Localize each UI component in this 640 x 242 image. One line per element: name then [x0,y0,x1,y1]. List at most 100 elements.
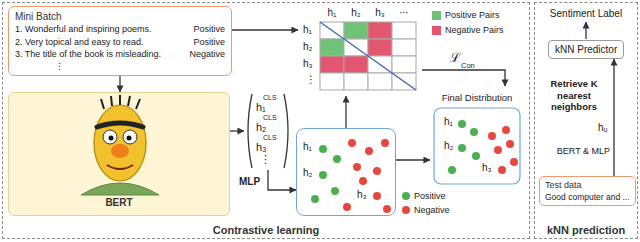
cell [320,56,344,73]
row-header: h₁ [303,24,312,36]
flow-arrow [345,96,346,128]
cell [368,39,392,56]
legend-item: Positive [402,191,446,201]
column-header: h₂ [346,7,366,19]
legend-item: Positive Pairs [432,10,500,20]
dot [331,187,339,195]
cell [368,22,392,39]
query-vector: hᵤ [598,122,607,134]
box-heading: Final Distribution [430,92,524,103]
head [94,105,146,181]
dot [458,144,466,152]
point-label: h₃ [482,162,492,174]
legend-swatch [402,206,410,214]
bert-illustration [9,93,229,215]
flow-arrow [422,70,505,86]
cell [344,22,368,39]
sentiment-tag: Positive [193,23,225,36]
scatter-box: h₁h₂h₃ [296,128,396,216]
superscript: CLS [263,134,277,142]
input-box: Test dataGood computer and ... [539,176,636,206]
positive-dots [311,145,341,203]
right-bracket [284,94,288,168]
mouth [107,165,133,169]
encoder-box: BERT [8,92,230,216]
eye [103,130,117,144]
cell [392,56,416,73]
legend-text: Positive [414,191,446,201]
dot [498,166,506,174]
dot [359,177,367,185]
dot [365,147,373,155]
box-label: Test data [545,179,630,191]
distribution-box: Final Distributionh₁h₂h₃ [430,86,524,186]
column-header: ⋯ [394,7,414,19]
dot [381,139,389,147]
dot [319,145,327,153]
point-label: h₁ [303,141,312,153]
negative-dots [343,139,391,213]
vector-entry: h₂ [256,121,266,134]
flow-arrow [119,76,120,93]
encoder-name: BERT [9,197,229,209]
output-arrow [585,22,586,39]
stage-caption: kNN prediction [535,224,637,237]
legend-text: Negative [414,205,450,215]
ellipsis: ⋮ [260,153,271,166]
pupil [127,136,132,141]
negative-dots [488,126,518,174]
legend-swatch [402,192,410,200]
superscript: CLS [263,94,277,102]
legend-text: Negative Pairs [445,25,504,35]
point-label: h₂ [444,140,453,152]
cell [392,22,416,39]
legend-swatch [432,11,441,20]
sample-text: 2. Very topical and easy to read. [15,36,144,49]
distribution-frame [434,108,520,184]
row-header: h₃ [303,58,313,70]
sample-row: 1. Wonderful and inspiring poems.Positiv… [15,23,225,36]
matrix-cells [320,22,416,90]
row-header: ⋮ [306,74,316,86]
flow-arrow [230,130,244,131]
output-label: Sentiment Label [546,8,626,20]
dot [311,195,319,203]
dot [383,205,391,213]
sentiment-tag: Negative [189,48,225,61]
cell [392,39,416,56]
dot [510,158,518,166]
dot [373,192,381,200]
similarity-matrix: h₁h₂h₃⋯h₁h₂h₃⋮ [298,6,422,96]
dot [353,163,361,171]
diagonal [320,22,416,90]
loss-subscript: Con [461,61,475,70]
stage-region: Contrastive learning Mini Batch1. Wonderf… [2,2,530,239]
step-label: Retrieve K nearest neighbors [540,78,608,113]
dot [502,126,510,134]
dot [494,146,502,154]
unibrow [97,123,143,127]
pupil [109,136,114,141]
input-batch: Mini Batch1. Wonderful and inspiring poe… [8,6,232,76]
dot [458,120,466,128]
stage-caption: Contrastive learning [3,224,529,237]
sample-text: 3. The title of the book is misleading. [15,48,161,61]
similarity-matrix [298,6,422,96]
column-header: h₃ [370,7,390,19]
dot [373,167,381,175]
legend-item: Negative Pairs [432,25,504,35]
sentiment-tag: Positive [193,36,225,49]
loss-symbol: ℒ [450,50,461,66]
ellipsis: ⋮ [15,61,225,72]
legend-item: Negative [402,205,450,215]
stage-region: kNN prediction kNN PredictorTest dataGood… [534,2,638,239]
box-body: Good computer and ... [545,191,630,203]
box-label: kNN Predictor [555,44,617,55]
vector-bracket: h₁CLSh₂CLSh₃CLS⋮ [244,92,292,170]
dot [319,171,327,179]
nose [111,144,129,158]
dot [343,203,351,211]
eye [123,130,137,144]
flow-arrow [396,159,430,160]
